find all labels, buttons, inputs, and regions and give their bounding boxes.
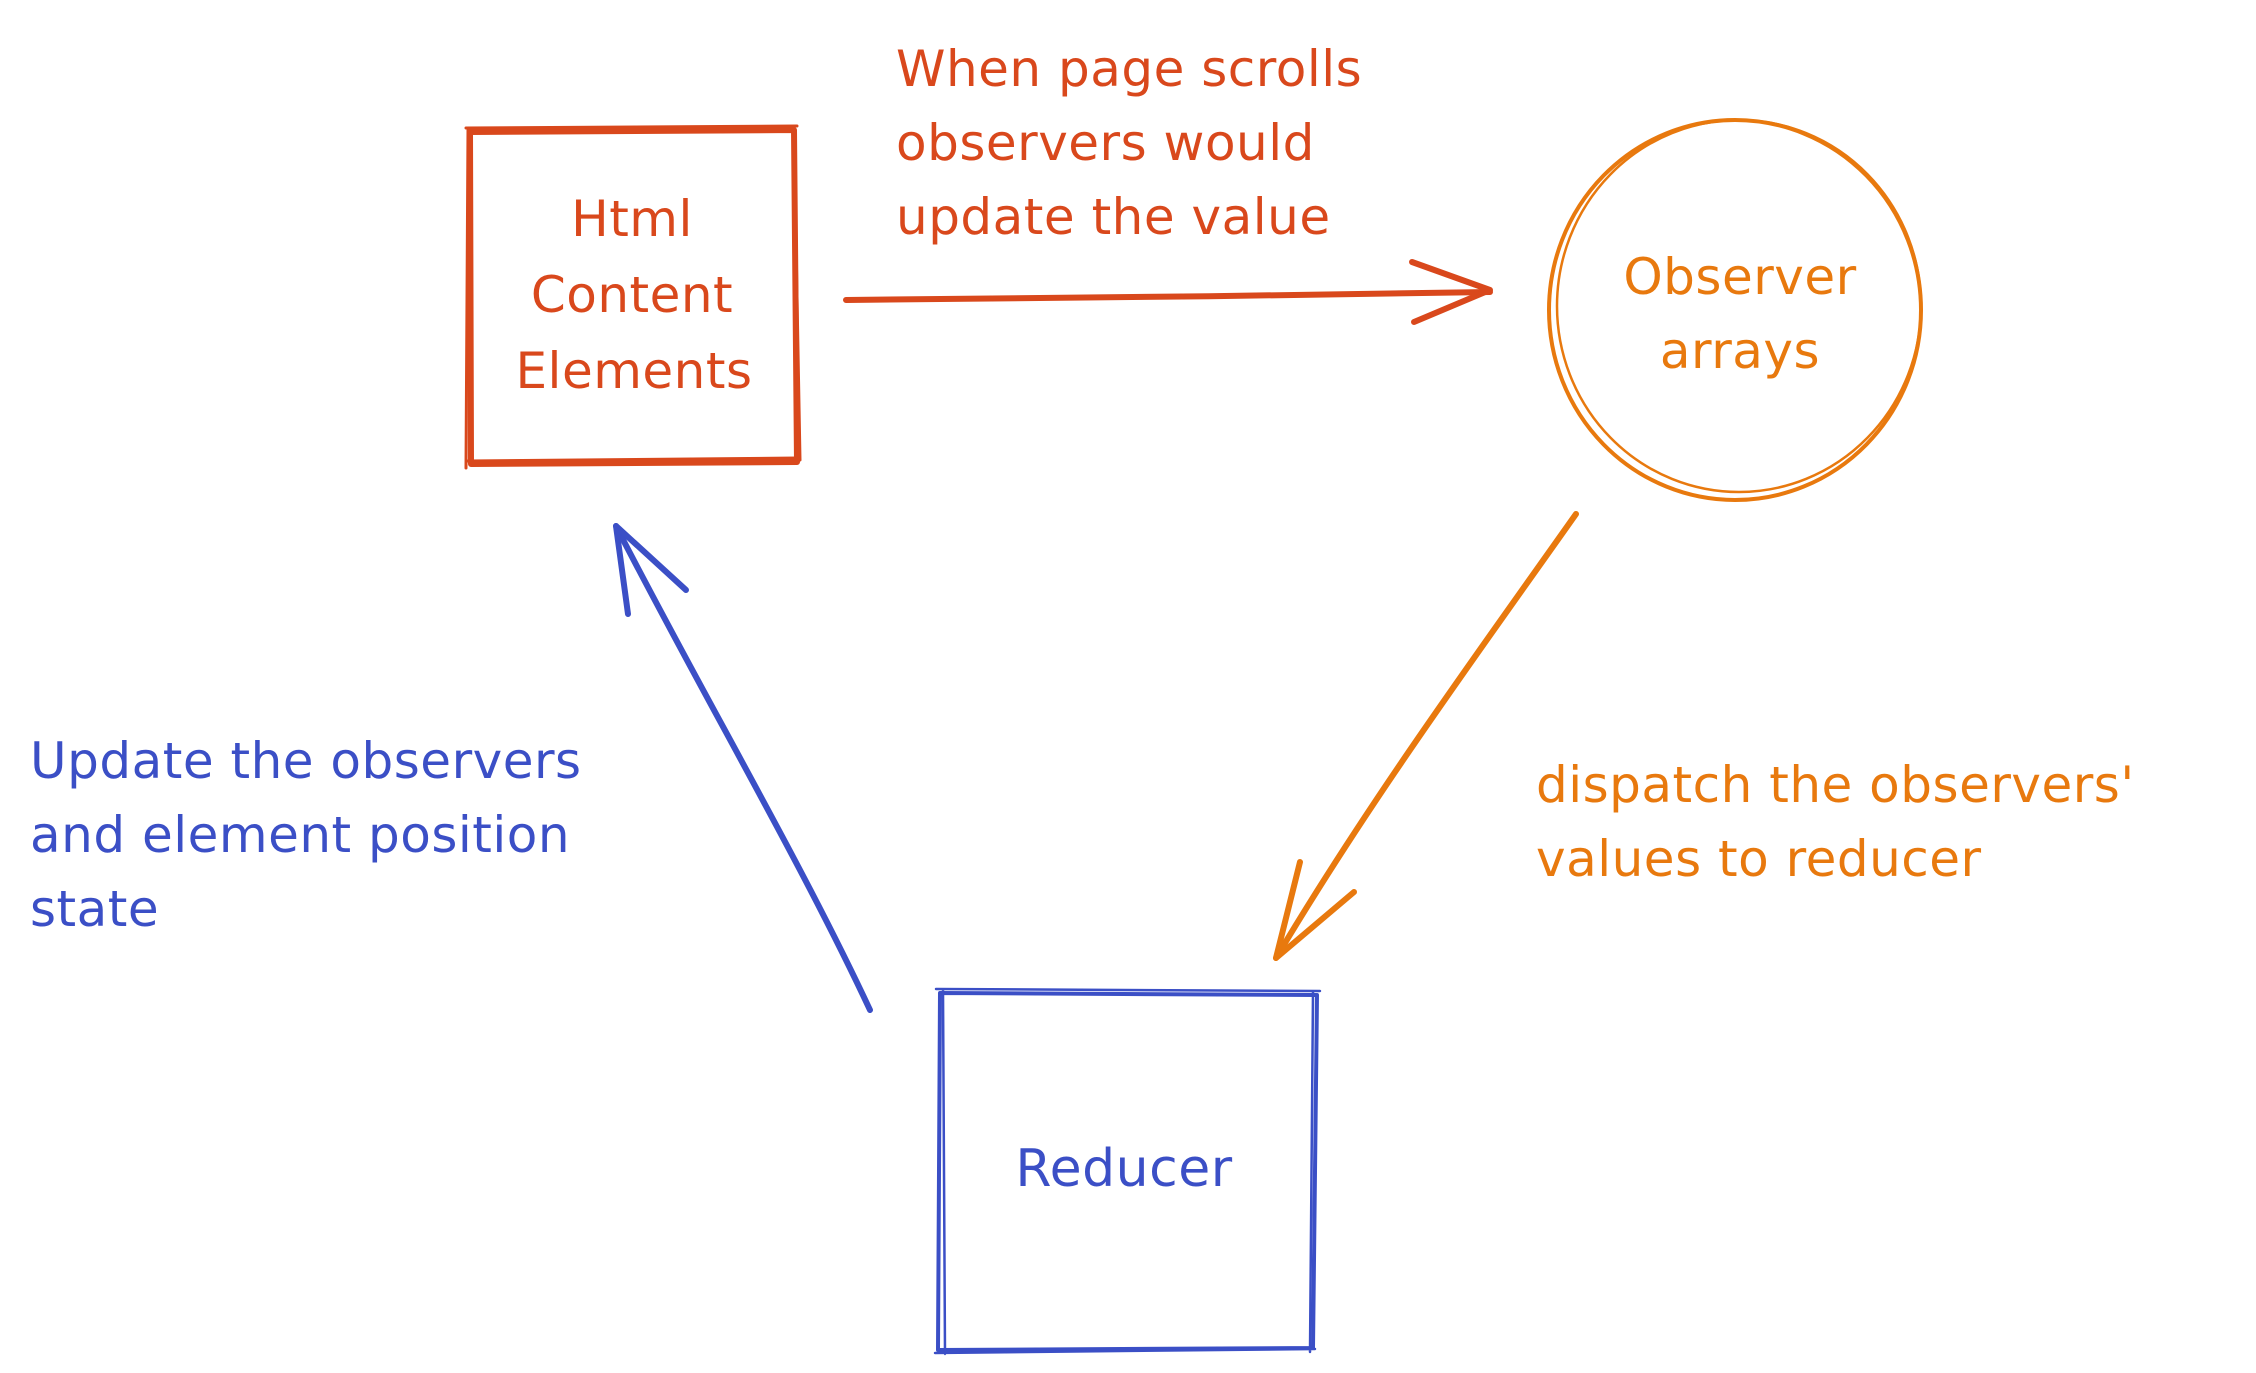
dispatch-arrowhead bbox=[1273, 859, 1357, 961]
dispatch-arrow-shaft bbox=[1273, 511, 1579, 961]
reducer-label: Reducer bbox=[1015, 1139, 1232, 1199]
html-content-box bbox=[467, 127, 800, 467]
scroll-update-edge: When page scrolls observers would update… bbox=[843, 40, 1493, 325]
dispatch-label-line-2: values to reducer bbox=[1536, 830, 1982, 888]
html-content-label-line-3: Elements bbox=[515, 342, 752, 400]
observer-arrays-node[interactable]: Observer arrays bbox=[1547, 118, 1923, 502]
scroll-update-label-line-1: When page scrolls bbox=[896, 40, 1362, 98]
update-state-label-line-3: state bbox=[30, 880, 159, 938]
reducer-box-sketch bbox=[933, 987, 1322, 1356]
observer-arrays-label-line-2: arrays bbox=[1660, 322, 1820, 380]
html-content-label-line-2: Content bbox=[531, 266, 733, 324]
observer-arrays-circle-sketch bbox=[1555, 118, 1923, 494]
update-state-arrow-shaft bbox=[613, 523, 873, 1013]
scroll-update-label-line-2: observers would bbox=[896, 114, 1315, 172]
observer-arrays-label-line-1: Observer bbox=[1623, 248, 1856, 306]
update-state-label-line-1: Update the observers bbox=[30, 732, 582, 790]
update-state-arrowhead bbox=[613, 523, 689, 617]
reducer-node[interactable]: Reducer bbox=[933, 987, 1322, 1356]
scroll-update-arrow-shaft bbox=[843, 289, 1493, 303]
html-content-box-sketch bbox=[464, 124, 802, 470]
update-state-edge: Update the observers and element positio… bbox=[30, 523, 873, 1013]
html-content-label-line-1: Html bbox=[571, 190, 693, 248]
update-state-label-line-2: and element position bbox=[30, 806, 570, 864]
html-content-node[interactable]: Html Content Elements bbox=[464, 124, 802, 470]
dispatch-label-line-1: dispatch the observers' bbox=[1536, 756, 2135, 814]
dispatch-edge: dispatch the observers' values to reduce… bbox=[1273, 511, 2135, 961]
scroll-update-label-line-3: update the value bbox=[896, 188, 1331, 246]
observer-arrays-circle bbox=[1547, 118, 1923, 502]
scroll-update-arrowhead bbox=[1409, 259, 1493, 325]
